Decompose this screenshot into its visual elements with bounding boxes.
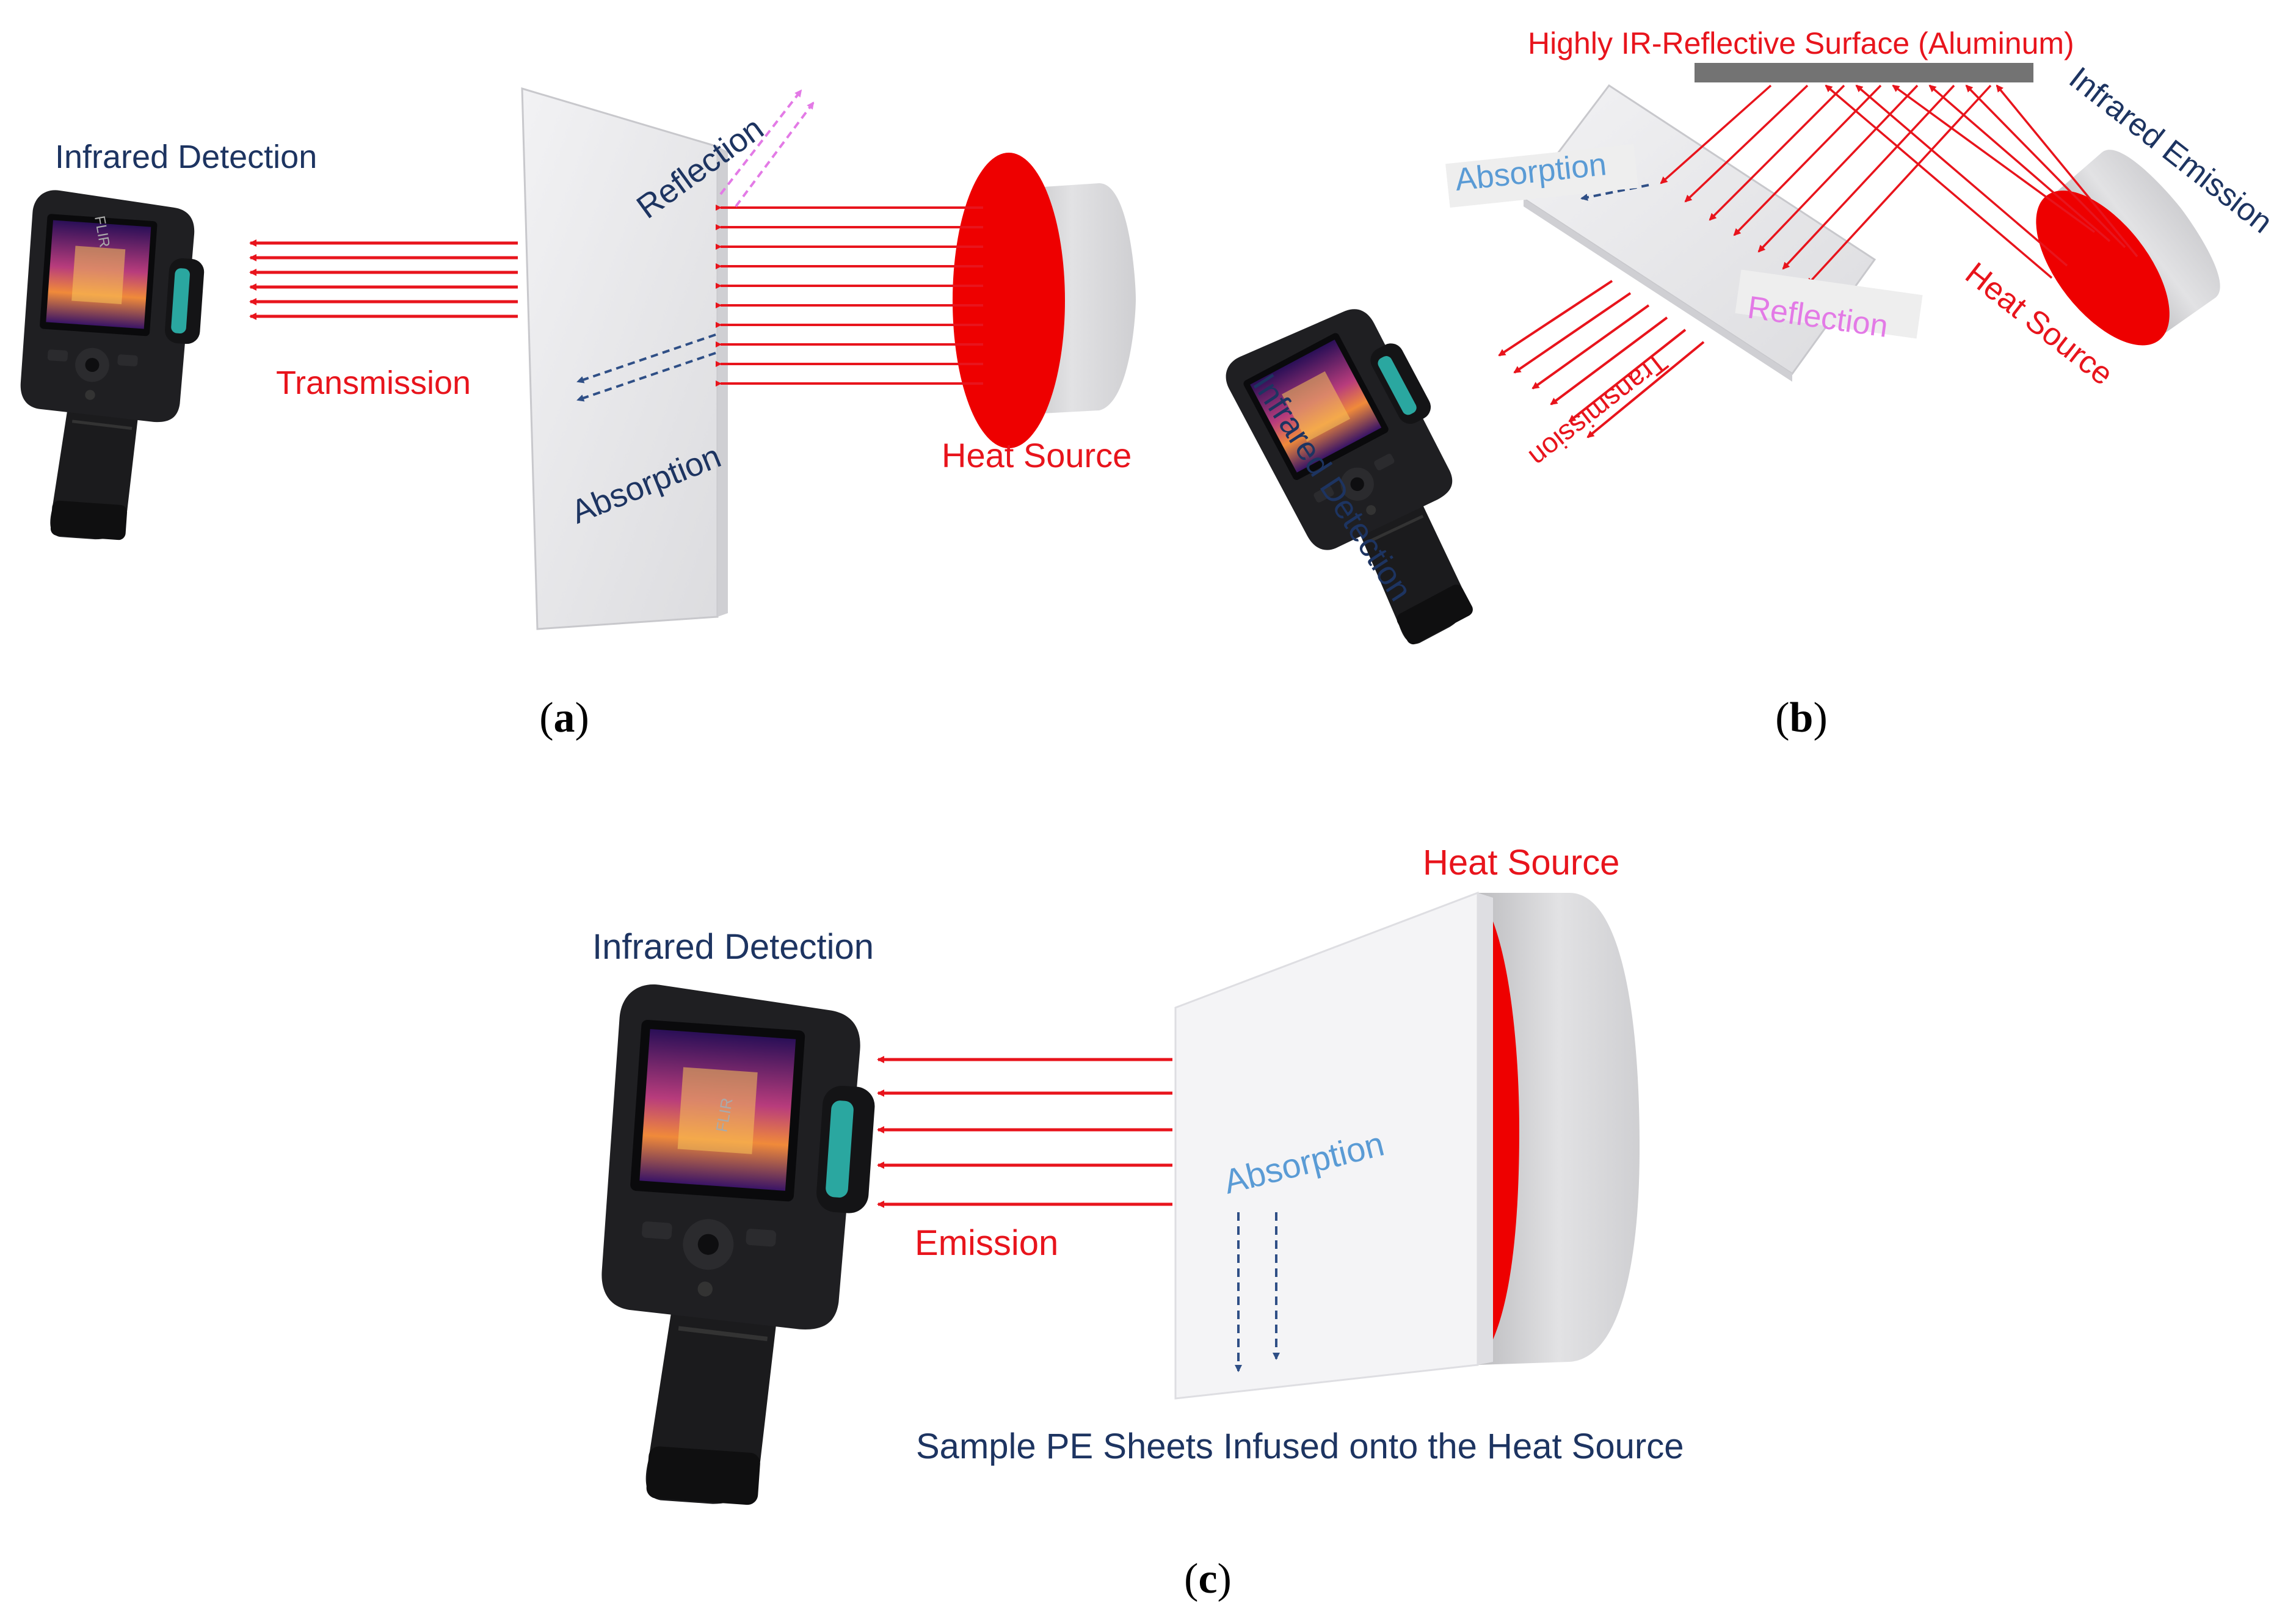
panel-b: Highly IR-Reflective Surface (Aluminum) … bbox=[1218, 26, 2279, 741]
panel-c-emission-label: Emission bbox=[915, 1223, 1058, 1263]
panel-a-heat-source bbox=[953, 153, 1136, 448]
panel-b-reflective-surface-label: Highly IR-Reflective Surface (Aluminum) bbox=[1528, 26, 2074, 60]
panel-a: FLIR Infrared Detection Transmission Ref… bbox=[10, 87, 1136, 741]
panel-b-transmission-label: Transmission bbox=[1524, 346, 1674, 473]
panel-c-emission-rays bbox=[877, 1056, 1172, 1208]
panel-a-caption: (a) bbox=[539, 694, 589, 741]
panel-c-camera-icon bbox=[586, 982, 882, 1513]
panel-c-heat-source-label: Heat Source bbox=[1423, 843, 1619, 882]
panel-b-camera-icon bbox=[1218, 288, 1527, 666]
panel-c-heat-source bbox=[1478, 893, 1640, 1365]
panel-b-sheet bbox=[1522, 84, 1876, 382]
panel-c-sheet bbox=[1174, 891, 1493, 1400]
panel-b-reflected-rays bbox=[1660, 84, 1992, 286]
panel-b-aluminum-surface bbox=[1695, 63, 2033, 82]
panel-c: FLIR Heat Source Infrared Detection Abso… bbox=[586, 843, 1684, 1602]
panel-a-infrared-detection-label: Infrared Detection bbox=[55, 139, 317, 175]
panel-c-caption: (c) bbox=[1184, 1555, 1232, 1602]
panel-c-sample-caption-label: Sample PE Sheets Infused onto the Heat S… bbox=[916, 1427, 1684, 1466]
panel-c-infrared-detection-label: Infrared Detection bbox=[592, 927, 874, 967]
panel-b-absorption-label-bg bbox=[1445, 144, 1638, 208]
panel-a-incident-rays bbox=[716, 205, 983, 387]
panel-a-transmission-label: Transmission bbox=[276, 365, 471, 401]
panel-a-heat-source-label: Heat Source bbox=[942, 436, 1132, 475]
panel-a-reflection-rays bbox=[719, 89, 815, 208]
panel-b-heat-source bbox=[2036, 150, 2220, 346]
panel-b-emission-rays bbox=[1825, 84, 2138, 279]
panel-a-transmission-rays bbox=[249, 239, 518, 320]
panel-c-absorption-rays bbox=[1235, 1212, 1280, 1372]
panel-b-transmission-rays bbox=[1498, 280, 1705, 438]
panel-b-reflection-label-bg bbox=[1735, 269, 1923, 339]
panel-b-caption: (b) bbox=[1775, 694, 1828, 741]
